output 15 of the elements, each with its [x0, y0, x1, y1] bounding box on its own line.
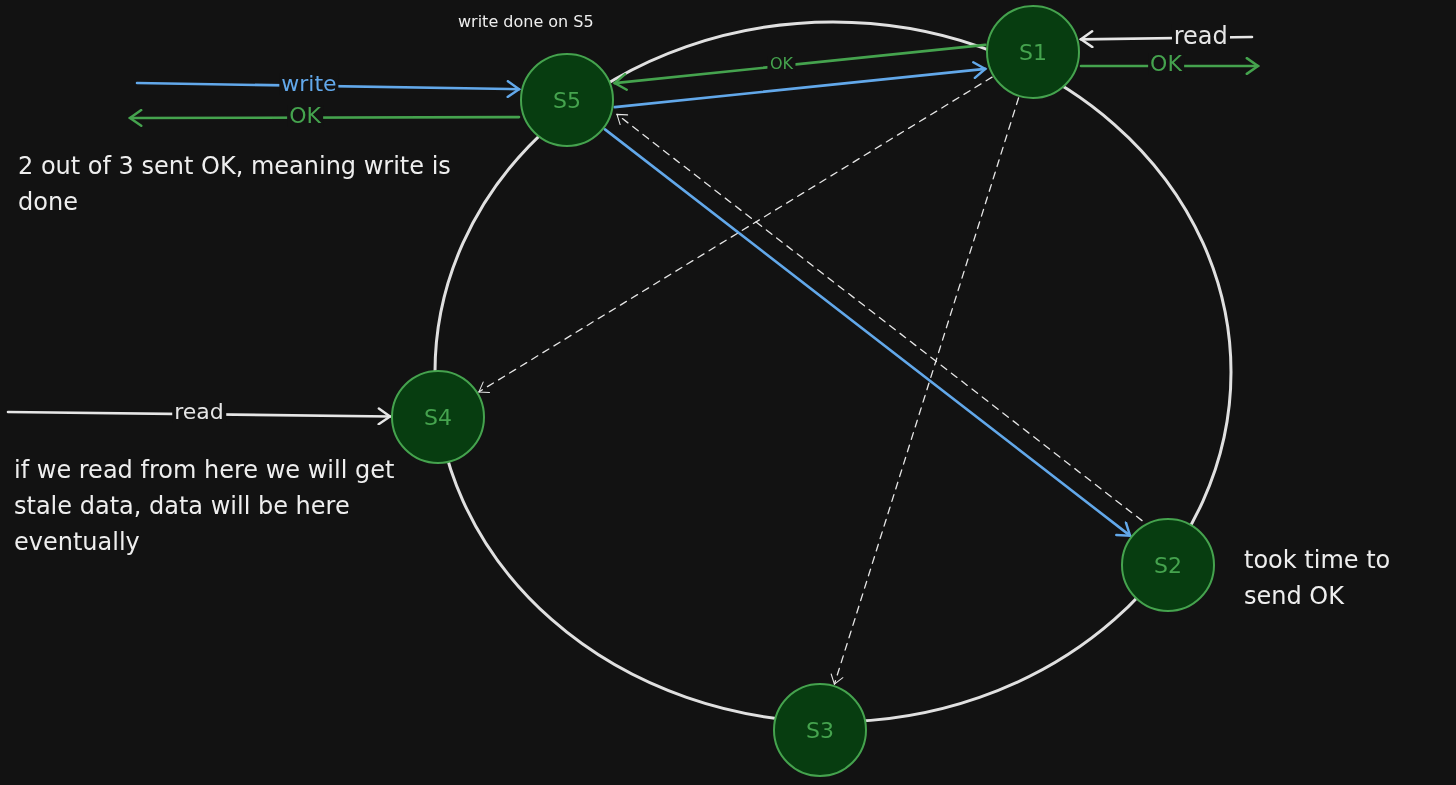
note-text: if we read from here we will get stale data, data will be here eventually [14, 455, 396, 558]
node-label: S1 [1019, 39, 1047, 65]
arrow [830, 97, 1020, 685]
node-label: S5 [553, 87, 581, 113]
node-label: S4 [424, 404, 452, 430]
arrow [613, 61, 987, 109]
note-text: 2 out of 3 sent OK, meaning write is done [18, 151, 452, 218]
arrow [128, 108, 521, 128]
arrow [478, 76, 993, 394]
node-label: S2 [1154, 552, 1182, 578]
note-text: write done on S5 [458, 11, 595, 33]
note-text: took time to send OK [1244, 545, 1392, 612]
edge-label: OK [767, 55, 795, 72]
arrow [613, 43, 987, 91]
node-label: S3 [806, 717, 834, 743]
